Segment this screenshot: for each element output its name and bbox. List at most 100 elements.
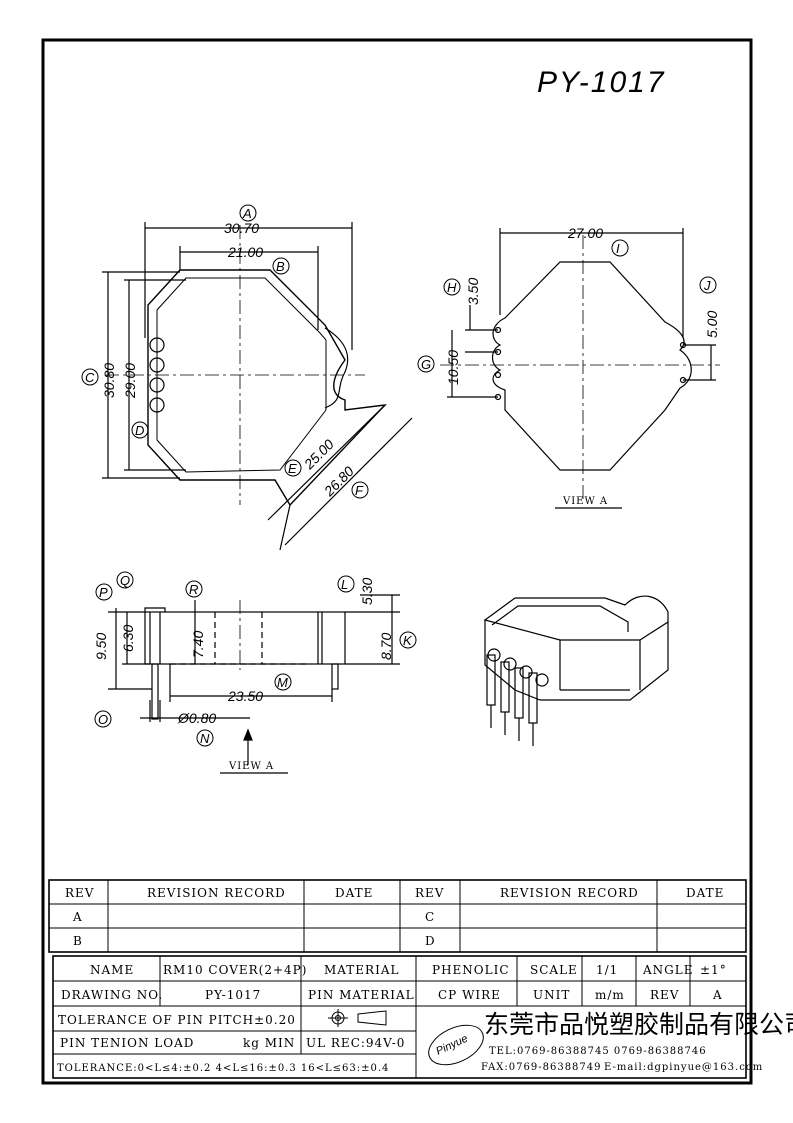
ref-b-circle: [272, 257, 290, 275]
ref-m: M: [277, 675, 288, 690]
isometric-view: [483, 595, 669, 746]
top-view-labels: A 30.70 21.00 B C 30.80 29.00 D E 25.00 …: [81, 204, 369, 500]
ref-l: L: [341, 577, 348, 592]
ref-j-circle: [699, 276, 717, 294]
view-a-labels: 27.00 I H 3.50 G 10.50 J 5.00 VIEW A: [417, 225, 720, 507]
ref-e: E: [288, 461, 297, 476]
ref-n-circle: [196, 729, 214, 747]
rev-header-2: REV: [415, 886, 444, 900]
revision-record-header-2: REVISION RECORD: [500, 886, 639, 900]
revision-table-text: REV REVISION RECORD DATE REV REVISION RE…: [65, 886, 724, 948]
company-fax: FAX:0769-86388749: [481, 1062, 602, 1073]
ref-g: G: [421, 357, 431, 372]
ref-h-circle: [443, 278, 461, 296]
rev-label: REV: [650, 988, 679, 1002]
unit-label: UNIT: [533, 988, 570, 1002]
pin-material-value: CP WIRE: [438, 988, 501, 1002]
ref-i: I: [616, 241, 620, 256]
top-view: [102, 222, 413, 551]
dim-7-40: 7.40: [190, 631, 206, 658]
ref-a-circle: [239, 204, 257, 222]
side-view-labels: P Q R L 9.50 6.30 7.40 5.30 8.70 K M 23.…: [93, 571, 417, 772]
ref-i-circle: [611, 239, 629, 257]
ref-c: C: [85, 370, 95, 385]
logo-text: Pinyue: [434, 1033, 470, 1058]
drawing-title: PY-1017: [537, 66, 666, 99]
ref-p-circle: [95, 583, 113, 601]
ref-o-circle: [94, 710, 112, 728]
dim-6-30: 6.30: [120, 625, 136, 652]
dim-30-70: 30.70: [224, 220, 259, 236]
rev-c: C: [425, 910, 435, 924]
revision-record-header-1: REVISION RECORD: [147, 886, 286, 900]
revision-table: [48, 879, 747, 953]
dim-5-00: 5.00: [704, 311, 720, 338]
company-tel: TEL:0769-86388745 0769-86388746: [489, 1046, 707, 1057]
view-a-caption: VIEW A: [562, 496, 608, 507]
tolerance-pitch: TOLERANCE OF PIN PITCH±0.20: [58, 1013, 296, 1027]
name-value: RM10 COVER(2+4P): [163, 963, 307, 977]
company-name: 东莞市品悦塑胶制品有限公司: [484, 1010, 793, 1039]
dim-29-00: 29.00: [122, 363, 138, 399]
date-header-1: DATE: [335, 886, 373, 900]
ref-k: K: [403, 633, 413, 648]
ref-j: J: [703, 278, 711, 293]
ref-r-circle: [185, 580, 203, 598]
ref-h: H: [447, 280, 457, 295]
ref-p: P: [99, 585, 108, 600]
company-email: E-mail:dgpinyue@163.com: [604, 1062, 763, 1073]
ref-k-circle: [399, 631, 417, 649]
title-block: [52, 955, 747, 1079]
dim-21-00: 21.00: [227, 244, 263, 260]
ref-g-circle: [417, 355, 435, 373]
ref-f: F: [355, 483, 364, 498]
dim-27-00: 27.00: [567, 225, 603, 241]
unit-value: m/m: [595, 988, 625, 1002]
ref-q-circle: [116, 571, 134, 589]
rev-b: B: [73, 934, 83, 948]
title-block-text: NAME RM10 COVER(2+4P) MATERIAL PHENOLIC …: [57, 963, 793, 1074]
name-label: NAME: [90, 963, 134, 977]
material-label: MATERIAL: [324, 963, 399, 977]
dim-8-70: 8.70: [378, 633, 394, 660]
dim-10-50: 10.50: [445, 350, 461, 385]
dim-3-50: 3.50: [465, 278, 481, 305]
view-a-outline: [491, 261, 692, 471]
date-header-2: DATE: [686, 886, 724, 900]
rev-a: A: [72, 910, 83, 924]
dim-25-00: 25.00: [300, 436, 337, 473]
ref-o: O: [98, 712, 108, 727]
ref-q: Q: [120, 573, 130, 588]
tolerance-line: TOLERANCE:0<L≤4:±0.2 4<L≤16:±0.3 16<L≤63…: [57, 1063, 389, 1074]
dim-30-80: 30.80: [101, 363, 117, 398]
drawing-no-value: PY-1017: [205, 988, 261, 1002]
ref-e-circle: [284, 459, 302, 477]
material-value: PHENOLIC: [432, 963, 510, 977]
angle-value: ±1°: [700, 963, 727, 977]
ref-m-circle: [274, 673, 292, 691]
ref-c-circle: [81, 368, 99, 386]
drawing-no-label: DRAWING NO.: [61, 988, 163, 1002]
page-border: [41, 38, 753, 1085]
angle-label: ANGLE: [642, 963, 693, 977]
pin-tension: PIN TENION LOAD: [60, 1036, 194, 1050]
ref-f-circle: [351, 481, 369, 499]
ref-d: D: [135, 423, 144, 438]
scale-label: SCALE: [530, 963, 578, 977]
ref-d-circle: [131, 421, 149, 439]
rev-value: A: [712, 988, 723, 1002]
dim-5-30: 5.30: [359, 578, 375, 605]
pin-material-label: PIN MATERIAL: [308, 988, 415, 1002]
dim-23-50: 23.50: [227, 688, 263, 704]
ul-rec: UL REC:94V-0: [306, 1036, 405, 1050]
scale-value: 1/1: [596, 963, 618, 977]
rev-d: D: [425, 934, 436, 948]
ref-l-circle: [337, 575, 355, 593]
ref-r: R: [189, 582, 198, 597]
dim-pin-dia: Ø0.80: [177, 710, 216, 726]
ref-n: N: [200, 731, 210, 746]
ref-a: A: [242, 206, 252, 221]
side-view: [108, 594, 400, 774]
ref-b: B: [276, 259, 285, 274]
